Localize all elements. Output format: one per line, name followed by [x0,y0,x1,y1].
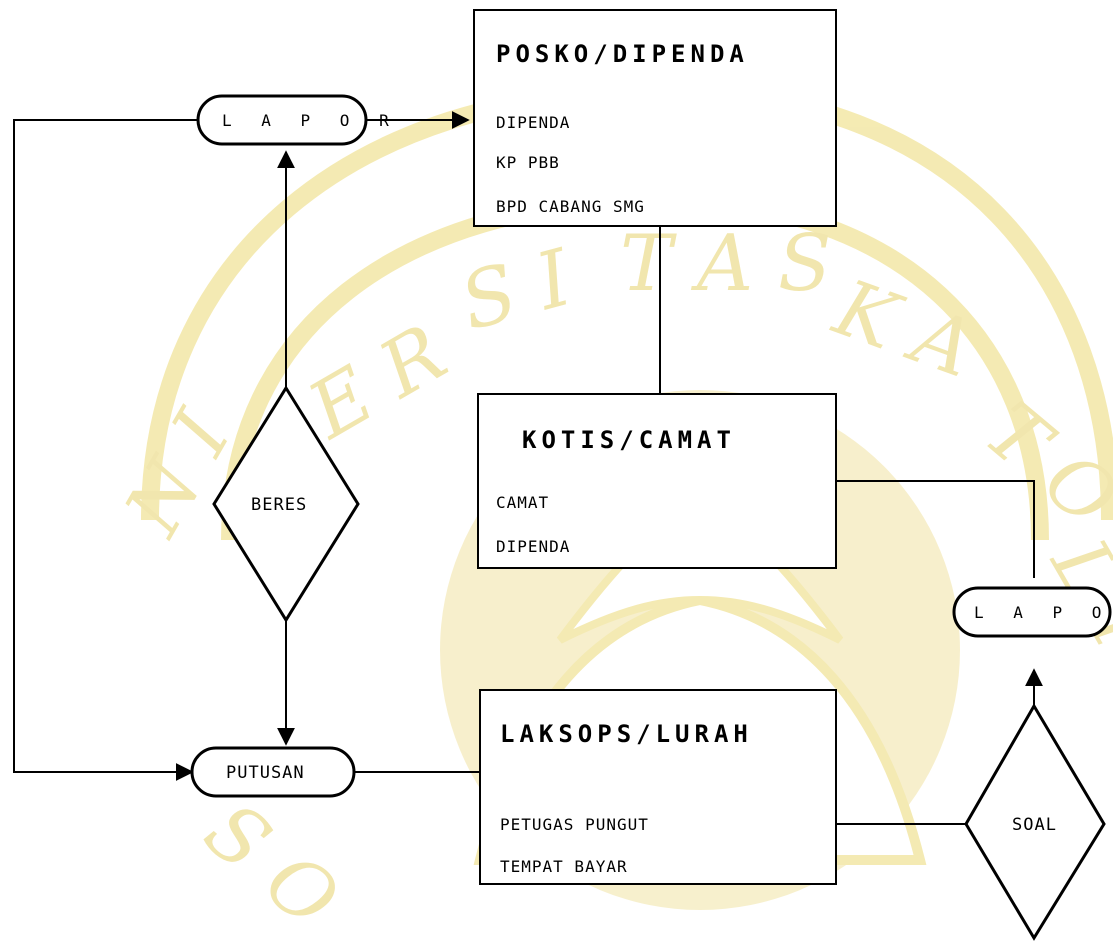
posko-title: POSKO/DIPENDA [496,40,749,68]
lapor-right-label: L A P O R [974,603,1113,622]
kotis-title: KOTIS/CAMAT [522,426,736,454]
soal-decision: SOAL [964,703,1106,941]
svg-text:E R: E R [293,308,461,457]
svg-text:K A: K A [822,263,986,396]
soal-label: SOAL [1012,815,1057,835]
posko-item-3: BPD CABANG SMG [496,197,645,216]
edge-lapor-loop-to-putusan [13,119,198,781]
posko-item-2: KP PBB [496,153,560,172]
putusan-terminator: PUTUSAN [190,746,356,798]
lapor-left-label: L A P O R [222,111,399,130]
kotis-camat-box: KOTIS/CAMAT CAMAT DIPENDA [477,393,837,569]
beres-decision: BERES [212,385,360,623]
putusan-label: PUTUSAN [226,763,305,783]
kotis-item-2: DIPENDA [496,537,570,556]
laksops-lurah-box: LAKSOPS/LURAH PETUGAS PUNGUT TEMPAT BAYA… [479,689,837,885]
lapor-left-terminator: L A P O R [196,94,399,146]
laksops-item-1: PETUGAS PUNGUT [500,815,649,834]
beres-label: BERES [251,495,307,515]
lapor-right-terminator: L A P O R [952,586,1113,638]
posko-dipenda-box: POSKO/DIPENDA DIPENDA KP PBB BPD CABANG … [473,9,837,227]
svg-text:S O: S O [188,786,355,942]
laksops-item-2: TEMPAT BAYAR [500,857,628,876]
connectors [13,111,1043,825]
laksops-title: LAKSOPS/LURAH [500,720,753,748]
svg-text:T A S: T A S [620,219,831,309]
svg-text:S I: S I [452,233,583,349]
edge-kotis-to-right [836,480,1035,578]
posko-item-1: DIPENDA [496,113,570,132]
kotis-item-1: CAMAT [496,493,549,512]
